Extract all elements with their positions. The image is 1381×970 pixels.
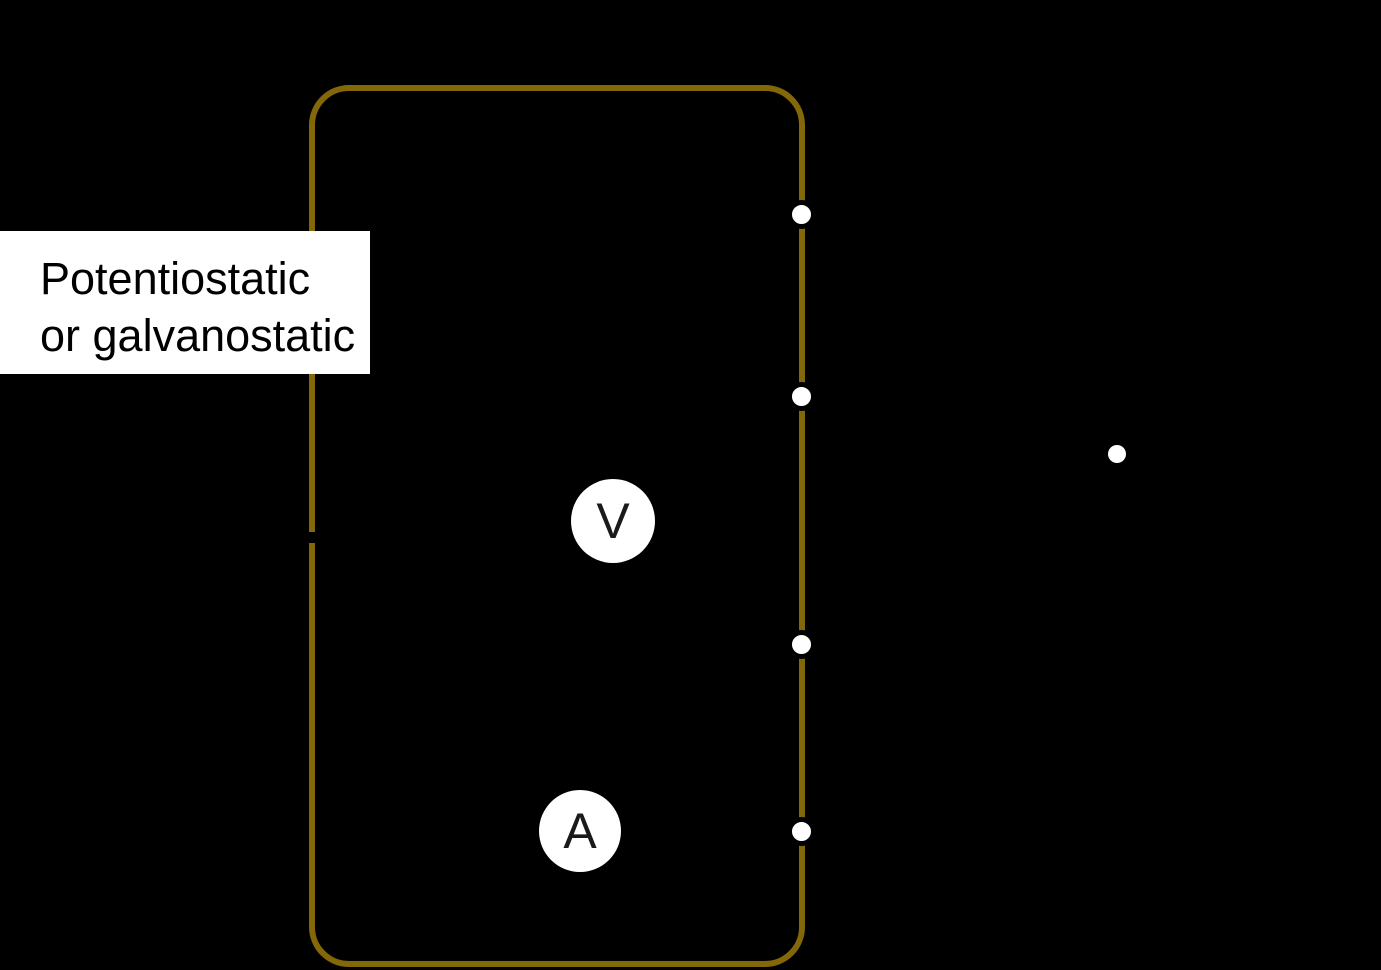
- power-source-label-line1: Potentiostatic: [40, 253, 311, 304]
- left-wire-break: [304, 532, 320, 543]
- ammeter-label: A: [563, 803, 597, 859]
- terminal-dot-4: [787, 817, 816, 846]
- circuit-loop-wire: [309, 85, 805, 967]
- ammeter-symbol: A: [539, 790, 621, 872]
- terminal-dot-3: [787, 630, 816, 659]
- voltmeter-label: V: [596, 493, 630, 549]
- terminal-dot-1: [787, 200, 816, 229]
- power-source-label-line2: or galvanostatic: [40, 310, 356, 361]
- terminal-dot-2: [787, 382, 816, 411]
- power-source-label-box: Potentiostatic or galvanostatic: [0, 231, 370, 374]
- isolated-terminal-dot: [1108, 445, 1126, 463]
- voltmeter-symbol: V: [571, 479, 655, 563]
